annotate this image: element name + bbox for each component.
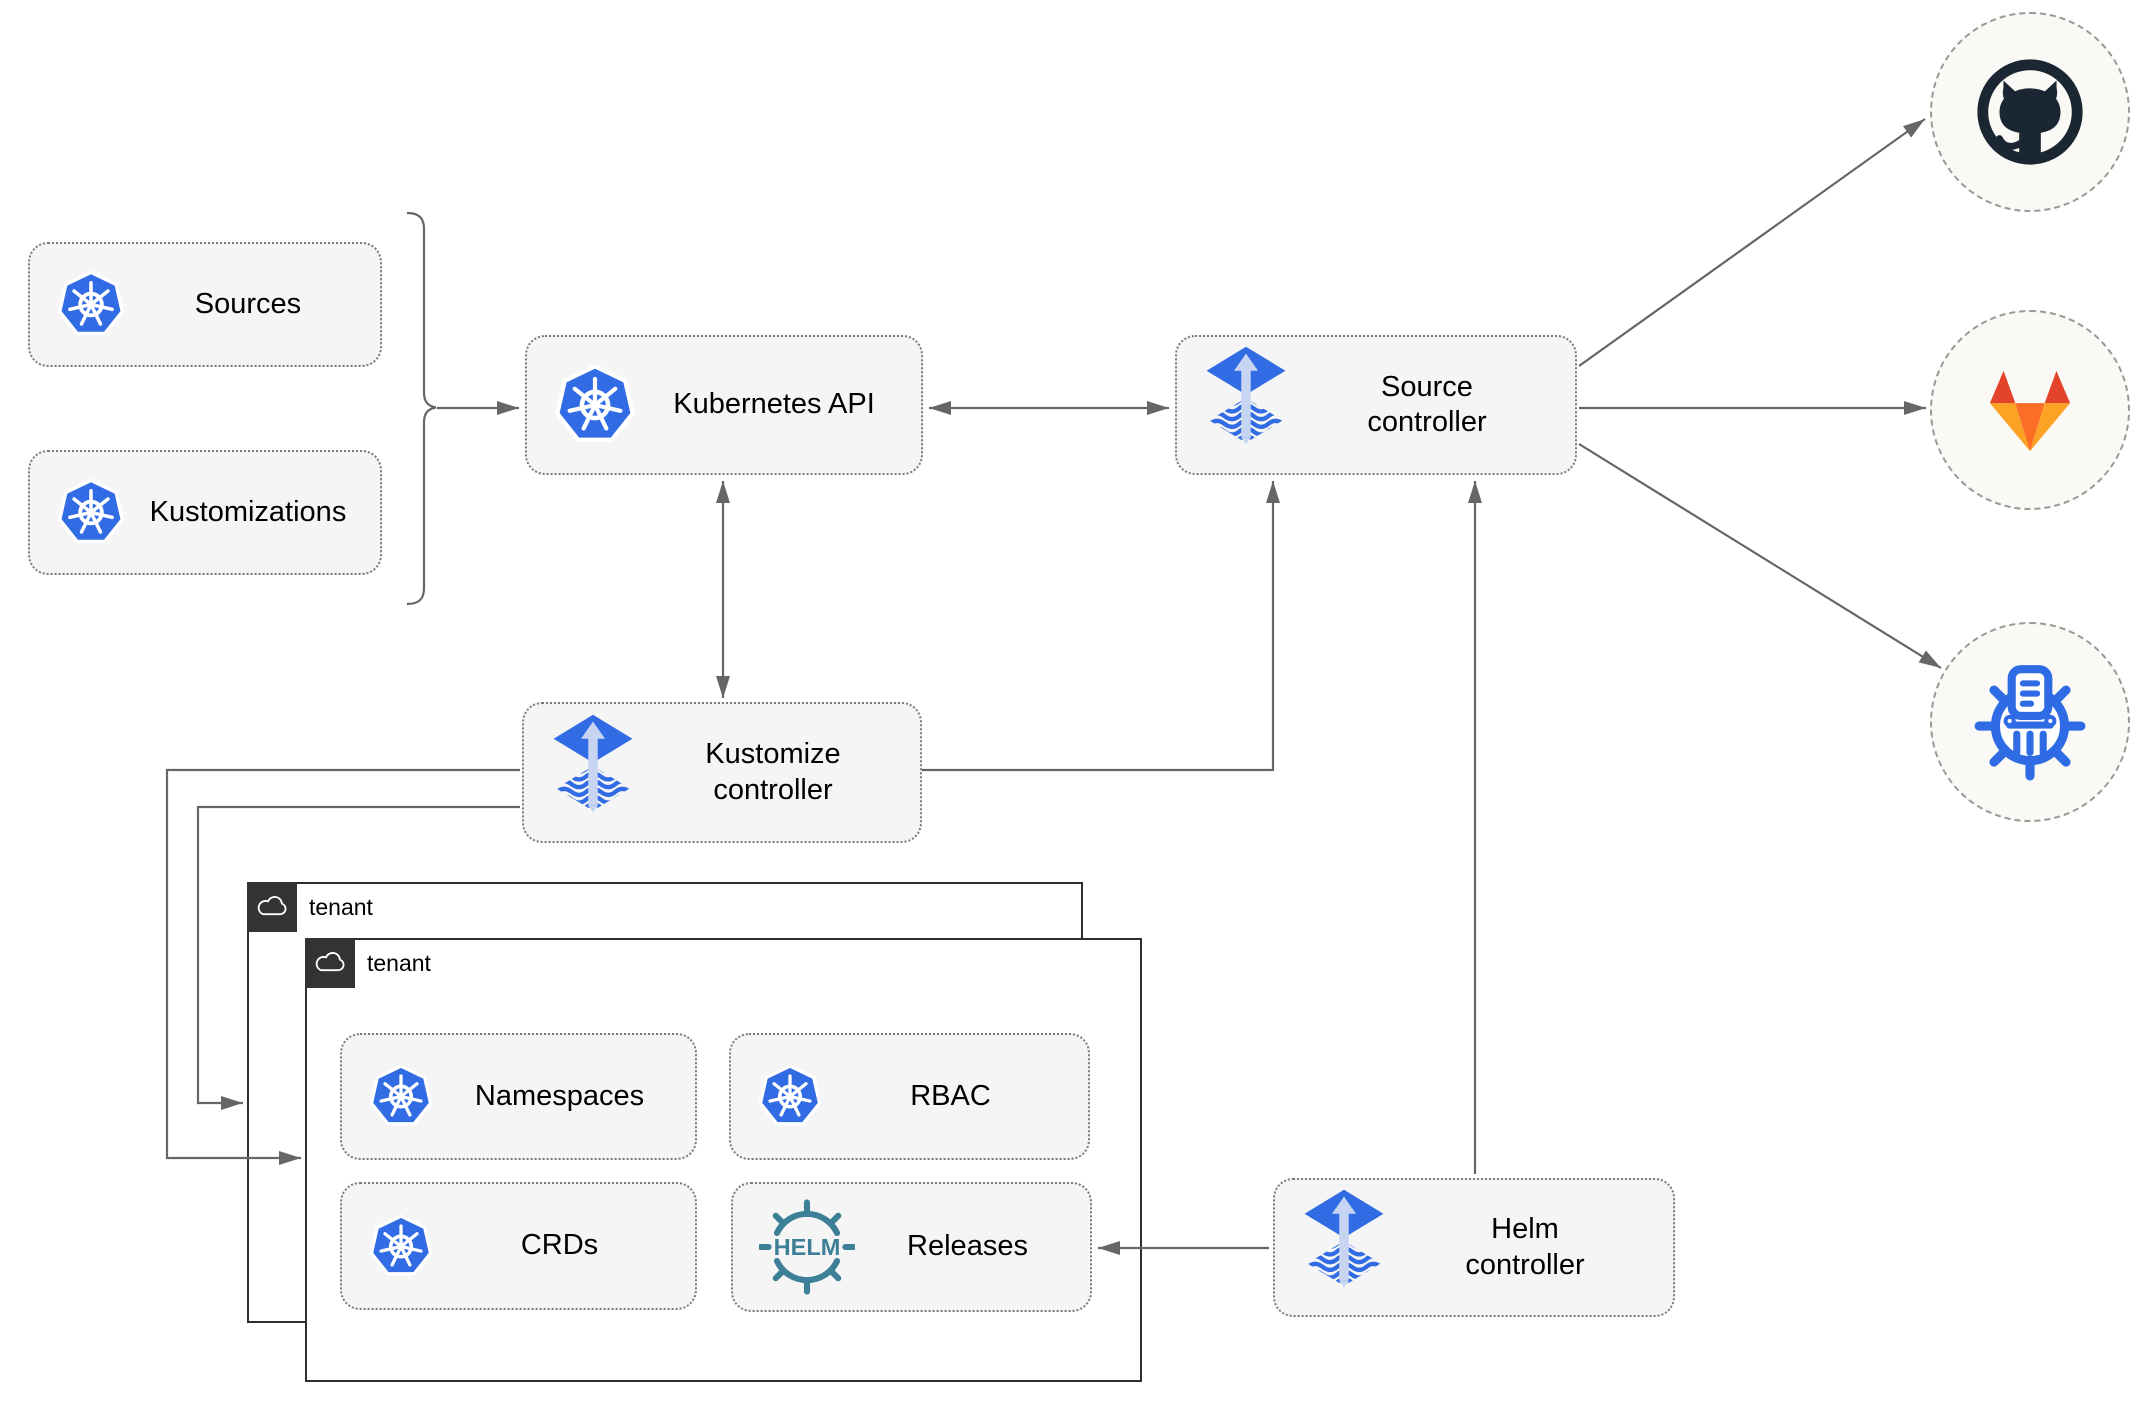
kustomize-controller-node: Kustomize controller [522, 702, 922, 843]
helm-repository-remote [1930, 622, 2130, 822]
flux-icon [1203, 345, 1289, 465]
kubernetes-api-node: Kubernetes API [525, 335, 923, 475]
helm-repository-icon [1969, 661, 2091, 783]
kubernetes-icon [368, 1062, 434, 1131]
node-label: RBAC [910, 1079, 991, 1112]
node-label: Kustomize controller [705, 738, 841, 806]
flux-icon [550, 713, 636, 833]
cloud-icon [312, 951, 348, 975]
github-remote [1930, 12, 2130, 212]
gitlab-remote [1930, 310, 2130, 510]
crds-node: CRDs [340, 1182, 697, 1310]
node-label: Sources [194, 287, 302, 320]
tenant-tab [247, 882, 297, 932]
edge-source-controller-to-helm-repository [1578, 443, 1942, 669]
gitlab-icon [1981, 365, 2079, 455]
helm-icon [759, 1199, 855, 1295]
node-label: Kubernetes API [673, 388, 875, 421]
flux-icon [1301, 1188, 1387, 1308]
cloud-icon [254, 895, 290, 919]
source-controller-node: Source controller [1175, 335, 1577, 475]
rbac-node: RBAC [729, 1033, 1090, 1160]
sources-node: Sources [28, 242, 382, 367]
node-label: Source controller [1367, 370, 1487, 438]
kubernetes-icon [553, 361, 637, 449]
kubernetes-icon [56, 268, 126, 341]
releases-node: Releases [731, 1182, 1092, 1312]
tenant-group-front: tenant [305, 938, 1142, 1382]
node-label: Helm controller [1465, 1213, 1585, 1281]
kustomizations-node: Kustomizations [28, 450, 382, 575]
node-label: Namespaces [474, 1079, 645, 1112]
edge-kustomize-to-source-controller [922, 481, 1280, 772]
kubernetes-icon [368, 1212, 434, 1281]
helm-controller-node: Helm controller [1273, 1178, 1675, 1317]
node-label: CRDs [520, 1229, 599, 1262]
bracket-sources-group [406, 211, 437, 606]
github-icon [1971, 53, 2089, 171]
node-label: Kustomizations [149, 495, 347, 528]
kubernetes-icon [56, 476, 126, 549]
node-label: Releases [907, 1230, 1028, 1263]
namespaces-node: Namespaces [340, 1033, 697, 1160]
tenant-tab [305, 938, 355, 988]
tenant-label: tenant [367, 949, 431, 976]
tenant-label: tenant [309, 893, 373, 920]
kubernetes-icon [757, 1062, 823, 1131]
edge-source-controller-to-github [1578, 118, 1926, 367]
